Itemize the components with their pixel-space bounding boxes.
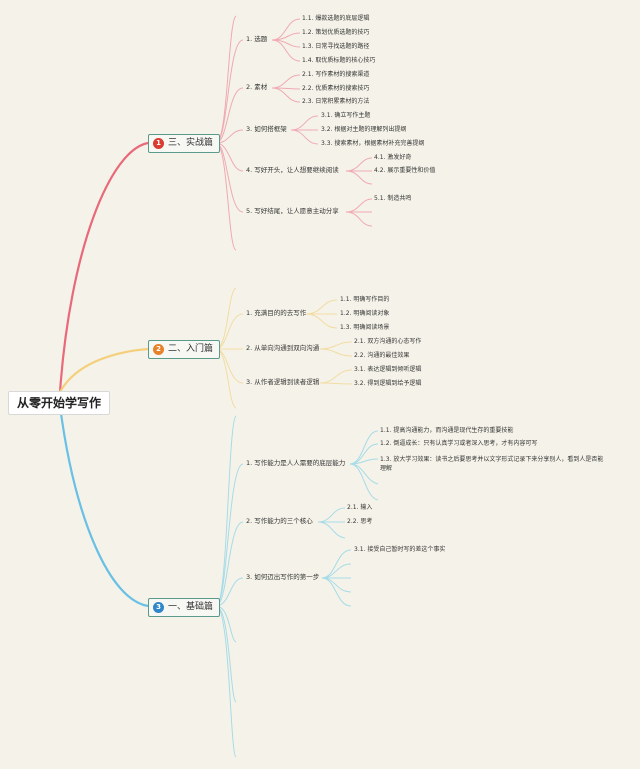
item-topic[interactable]: 3.2. 得到逻辑到给予逻辑 xyxy=(354,380,422,387)
number-badge-2: 2 xyxy=(153,344,164,355)
item-topic[interactable]: 4.2. 展示重要性和价值 xyxy=(374,167,436,174)
section-topic[interactable]: 4. 写好开头，让人想要继续阅读 xyxy=(246,166,339,174)
item-topic[interactable]: 1.3. 明确阅读场景 xyxy=(340,324,390,331)
item-topic[interactable]: 3.1. 接受自己暂时写的差这个事实 xyxy=(354,546,446,553)
section-topic[interactable]: 1. 充满目的的去写作 xyxy=(246,309,307,317)
item-topic[interactable]: 2.2. 沟通的最佳效果 xyxy=(354,352,410,359)
part-2-label: 二、入门篇 xyxy=(168,344,214,354)
item-topic[interactable]: 3.3. 搜索素材，根据素材补充完善提纲 xyxy=(321,140,425,147)
item-topic[interactable]: 3.1. 表达逻辑到倾听逻辑 xyxy=(354,366,422,373)
number-badge-1: 1 xyxy=(153,138,164,149)
item-topic[interactable]: 1.2. 明确阅读对象 xyxy=(340,310,390,317)
section-topic[interactable]: 1. 选题 xyxy=(246,35,268,43)
item-topic[interactable]: 2.1. 写作素材的搜索渠道 xyxy=(302,71,370,78)
item-topic[interactable]: 3.1. 确立写作主题 xyxy=(321,112,371,119)
part-1-label: 三、实战篇 xyxy=(168,138,214,148)
item-topic[interactable]: 1.4. 取优质标题的核心技巧 xyxy=(302,57,376,64)
item-topic[interactable]: 1.1. 爆款选题的底层逻辑 xyxy=(302,15,370,22)
item-topic[interactable]: 2.1. 双方沟通的心态写作 xyxy=(354,338,422,345)
section-topic[interactable]: 1. 写作能力是人人需要的底层能力 xyxy=(246,459,346,467)
part-3-topic[interactable]: 3 一、基础篇 xyxy=(148,598,221,617)
part-2-topic[interactable]: 2 二、入门篇 xyxy=(148,340,221,359)
item-topic[interactable]: 1.1. 提高沟通能力，而沟通是现代生存的重要技能 xyxy=(380,427,514,434)
section-topic[interactable]: 3. 从作者逻辑到读者逻辑 xyxy=(246,378,320,386)
item-topic[interactable]: 1.1. 明确写作目的 xyxy=(340,296,390,303)
section-topic[interactable]: 3. 如何搭框架 xyxy=(246,125,287,133)
section-topic[interactable]: 2. 从单向沟通到双向沟通 xyxy=(246,344,320,352)
item-topic[interactable]: 1.3. 放大学习效果：读书之后要思考并以文字形式记录下来分享别人，看到人是否能… xyxy=(380,456,604,472)
item-topic[interactable]: 2.2. 思考 xyxy=(347,518,373,525)
root-topic[interactable]: 从零开始学写作 xyxy=(8,391,111,415)
item-topic[interactable]: 1.2. 策划优质选题的技巧 xyxy=(302,29,370,36)
item-topic[interactable]: 2.2. 优质素材的搜索技巧 xyxy=(302,85,370,92)
number-badge-3: 3 xyxy=(153,602,164,613)
item-topic[interactable]: 3.2. 根据对主题的理解列出提纲 xyxy=(321,126,407,133)
section-topic[interactable]: 2. 写作能力的三个核心 xyxy=(246,517,313,525)
section-topic[interactable]: 2. 素材 xyxy=(246,83,268,91)
part-3-label: 一、基础篇 xyxy=(168,602,214,612)
item-topic[interactable]: 2.1. 输入 xyxy=(347,504,373,511)
item-topic[interactable]: 4.1. 激发好奇 xyxy=(374,154,412,161)
item-topic[interactable]: 1.3. 日常寻找选题的路径 xyxy=(302,43,370,50)
section-topic[interactable]: 3. 如何迈出写作的第一步 xyxy=(246,573,320,581)
part-1-topic[interactable]: 1 三、实战篇 xyxy=(148,134,221,153)
item-topic[interactable]: 2.3. 日常积累素材的方法 xyxy=(302,98,370,105)
item-topic[interactable]: 5.1. 制造共鸣 xyxy=(374,195,412,202)
section-topic[interactable]: 5. 写好结尾，让人愿意主动分享 xyxy=(246,207,339,215)
item-topic[interactable]: 1.2. 倒逼成长：只有认真学习或者深入思考，才有内容可写 xyxy=(380,440,538,447)
